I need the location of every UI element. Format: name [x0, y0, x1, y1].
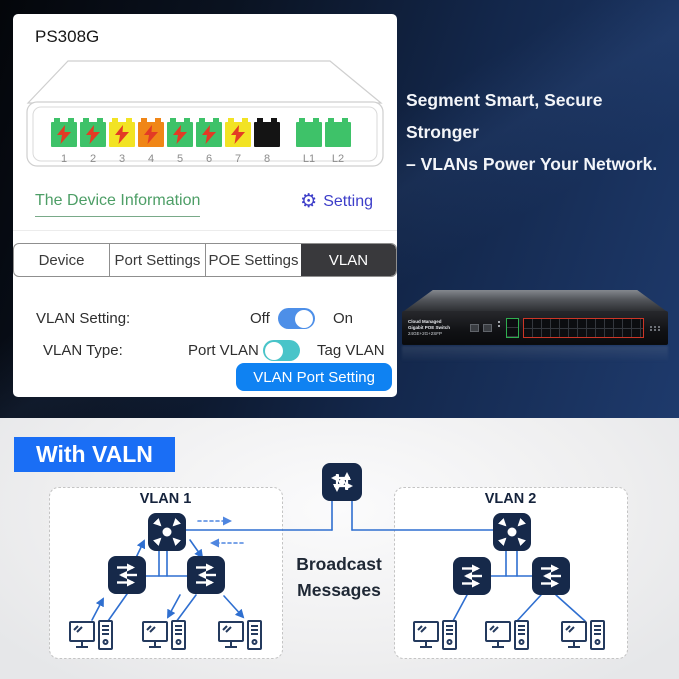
port-8: 8	[254, 118, 280, 165]
port-number-label: 4	[147, 153, 155, 165]
tab-vlan[interactable]: VLAN	[301, 244, 396, 276]
switch-panel-text: Cloud Managed Gigabit POE Switch 24GE+2G…	[408, 319, 451, 336]
toggle-knob	[295, 309, 313, 328]
headline-line2: – VLANs Power Your Network.	[406, 154, 658, 174]
port-jack	[196, 118, 222, 147]
lightning-icon	[115, 125, 129, 144]
port-1: 1	[51, 118, 77, 165]
hub-icon	[148, 513, 186, 551]
broadcast-messages-label: Broadcast Messages	[296, 554, 382, 600]
uplink-port-group	[506, 318, 519, 338]
headline-line1: Segment Smart, Secure Stronger	[406, 90, 603, 142]
sfp-slot	[470, 324, 479, 332]
toggle-off-label: Off	[250, 310, 270, 327]
vlan-setting-label: VLAN Setting:	[36, 310, 131, 327]
sfp-slot	[483, 324, 492, 332]
switch-icon	[453, 557, 491, 595]
switch-top-face	[404, 290, 666, 311]
port-jack	[80, 118, 106, 147]
vlan-setting-toggle[interactable]	[278, 308, 315, 329]
port-2: 2	[80, 118, 106, 165]
brand-logo	[648, 325, 662, 331]
vlan-diagram-section: With VALN	[0, 418, 679, 679]
lightning-icon	[144, 125, 158, 144]
port-L1: L1	[296, 118, 322, 165]
device-model-title: PS308G	[35, 27, 100, 46]
switch-icon	[532, 557, 570, 595]
lightning-icon	[86, 125, 100, 144]
vlan-setting-row: VLAN Setting: Off On	[36, 308, 386, 330]
port-jack	[167, 118, 193, 147]
port-row: 1 2 3 4 5 6 7 8 L1 L2	[51, 118, 351, 165]
hub-icon	[493, 513, 531, 551]
port-number-label: 6	[205, 153, 213, 165]
port-number-label: L1	[302, 153, 316, 165]
card-divider	[13, 230, 397, 231]
port-number-label: 3	[118, 153, 126, 165]
tab-port-settings[interactable]: Port Settings	[109, 244, 205, 276]
vlan-port-setting-button[interactable]: VLAN Port Setting	[236, 363, 392, 391]
vlan-type-label: VLAN Type:	[43, 342, 123, 359]
switch-reflection	[402, 346, 668, 362]
lightning-icon	[231, 125, 245, 144]
port-3: 3	[109, 118, 135, 165]
lightning-icon	[202, 125, 216, 144]
setting-button[interactable]: ⚙ Setting	[300, 192, 373, 211]
port-6: 6	[196, 118, 222, 165]
port-number-label: 1	[60, 153, 68, 165]
port-jack	[254, 118, 280, 147]
lightning-icon	[173, 125, 187, 144]
tab-poe-settings[interactable]: POE Settings	[205, 244, 301, 276]
port-jack	[325, 118, 351, 147]
port-L2: L2	[325, 118, 351, 165]
port-number-label: L2	[331, 153, 345, 165]
lightning-icon	[57, 125, 71, 144]
connection-lines	[107, 500, 586, 623]
port-jack	[109, 118, 135, 147]
vlan1-label: VLAN 1	[139, 491, 192, 507]
router-icon	[322, 463, 362, 501]
led-indicators	[496, 321, 502, 335]
port-jack	[51, 118, 77, 147]
port-number-label: 8	[263, 153, 271, 165]
vlan2-label: VLAN 2	[484, 491, 537, 507]
port-5: 5	[167, 118, 193, 165]
port-jack	[225, 118, 251, 147]
switch-illustration: 1 2 3 4 5 6 7 8 L1 L2	[25, 60, 385, 172]
toggle-knob	[265, 341, 283, 360]
device-information-link[interactable]: The Device Information	[35, 192, 201, 217]
switch-icon	[108, 556, 146, 594]
port-jack	[296, 118, 322, 147]
port-4: 4	[138, 118, 164, 165]
vlan-type-toggle[interactable]	[263, 340, 300, 361]
port-jack	[138, 118, 164, 147]
port-number-label: 2	[89, 153, 97, 165]
setting-label: Setting	[323, 192, 373, 210]
port-vlan-label: Port VLAN	[188, 342, 259, 359]
port-7: 7	[225, 118, 251, 165]
device-settings-card: PS308G 1 2 3 4 5 6 7 8 L1 L2 The Device Informati…	[13, 14, 397, 397]
product-switch-image: Cloud Managed Gigabit POE Switch 24GE+2G…	[402, 290, 672, 362]
toggle-on-label: On	[333, 310, 354, 327]
dashed-broadcast-arrows	[197, 516, 244, 548]
network-diagram	[49, 450, 628, 659]
with-vlan-banner: With VALN	[14, 437, 175, 472]
top-hero-section: PS308G 1 2 3 4 5 6 7 8 L1 L2 The Device Informati…	[0, 0, 679, 418]
gear-icon: ⚙	[300, 190, 318, 212]
poe-port-group	[523, 318, 644, 338]
vlan-type-row: VLAN Type: Port VLAN Tag VLAN	[36, 340, 386, 362]
tag-vlan-label: Tag VLAN	[317, 342, 385, 359]
switch-icon	[187, 556, 225, 594]
switch-front-face: Cloud Managed Gigabit POE Switch 24GE+2G…	[402, 311, 668, 345]
tab-device[interactable]: Device	[38, 251, 85, 269]
marketing-headline: Segment Smart, Secure Stronger – VLANs P…	[406, 84, 674, 180]
port-number-label: 5	[176, 153, 184, 165]
device-info-row: The Device Information ⚙ Setting	[35, 192, 373, 217]
port-number-label: 7	[234, 153, 242, 165]
